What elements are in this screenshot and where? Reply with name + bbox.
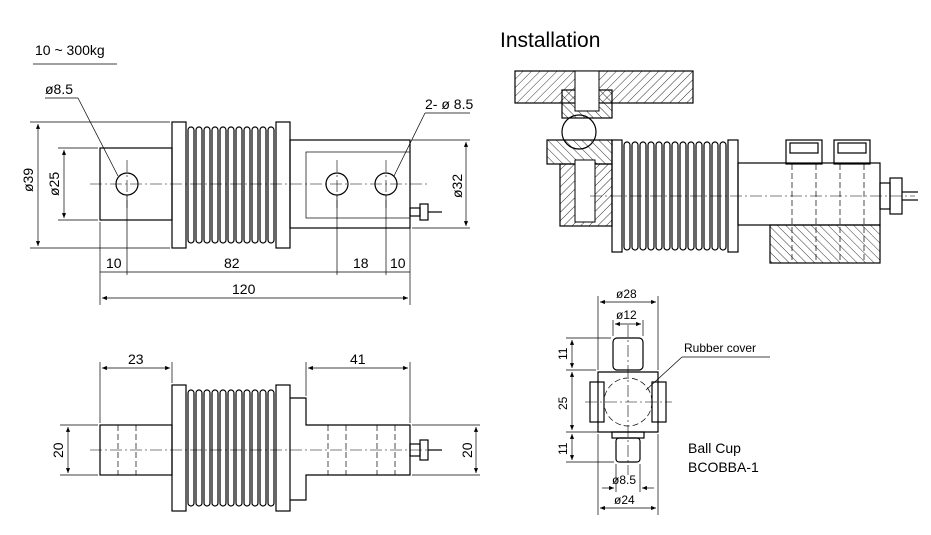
ball-cup-model: BCOBBA-1	[688, 459, 759, 475]
dim-d28: ø28	[616, 287, 637, 301]
front-flange-right	[275, 121, 291, 249]
dim-25: 25	[556, 396, 570, 410]
dim-10b: 10	[390, 255, 406, 271]
dim-11-top: 11	[556, 347, 570, 360]
rubber-cover-label: Rubber cover	[684, 341, 756, 355]
installation-view	[514, 70, 918, 264]
dim-d25: ø25	[46, 172, 62, 196]
dim-d12: ø12	[616, 308, 637, 322]
front-flange-left	[171, 121, 187, 249]
ball-cup-title: Ball Cup	[688, 440, 741, 456]
dim-d32: ø32	[449, 174, 465, 198]
dim-d39: ø39	[20, 168, 36, 192]
install-bolt-1	[785, 139, 823, 165]
dim-d24: ø24	[614, 493, 635, 507]
top-bellows	[187, 389, 275, 507]
dim-d85: ø8.5	[612, 473, 636, 487]
capacity-label-group: 10 ~ 300kg	[33, 42, 117, 65]
front-hole-right-label: 2- ø 8.5	[425, 96, 473, 112]
install-base	[769, 224, 881, 264]
dim-82: 82	[224, 255, 240, 271]
dim-10a: 10	[106, 255, 122, 271]
front-bellows	[187, 126, 275, 244]
dim-18: 18	[353, 255, 369, 271]
capacity-label: 10 ~ 300kg	[35, 42, 105, 58]
top-view: 23 41 20 20	[50, 351, 480, 512]
front-hole-left-label: ø8.5	[45, 81, 73, 97]
dim-41: 41	[350, 351, 366, 367]
front-cable-connector	[409, 207, 421, 217]
ball-cup-body	[597, 371, 659, 433]
dim-120: 120	[232, 281, 256, 297]
dim-20-right: 20	[459, 442, 475, 458]
dim-20-left: 20	[50, 442, 66, 458]
install-bolt-2	[833, 139, 871, 165]
front-right-inner	[305, 151, 411, 219]
ball-cup-view: ø28 ø12 11 25 11 ø8.5 ø24 Rubber cover B…	[556, 287, 770, 515]
top-right-block	[290, 397, 411, 501]
installation-title: Installation	[500, 29, 600, 52]
install-right-block	[737, 162, 881, 226]
dim-23: 23	[128, 351, 144, 367]
dim-11-bottom: 11	[556, 442, 570, 455]
front-view: ø8.5 2- ø 8.5 ø39 ø25 ø32 10 82 18 10 12…	[20, 81, 473, 305]
